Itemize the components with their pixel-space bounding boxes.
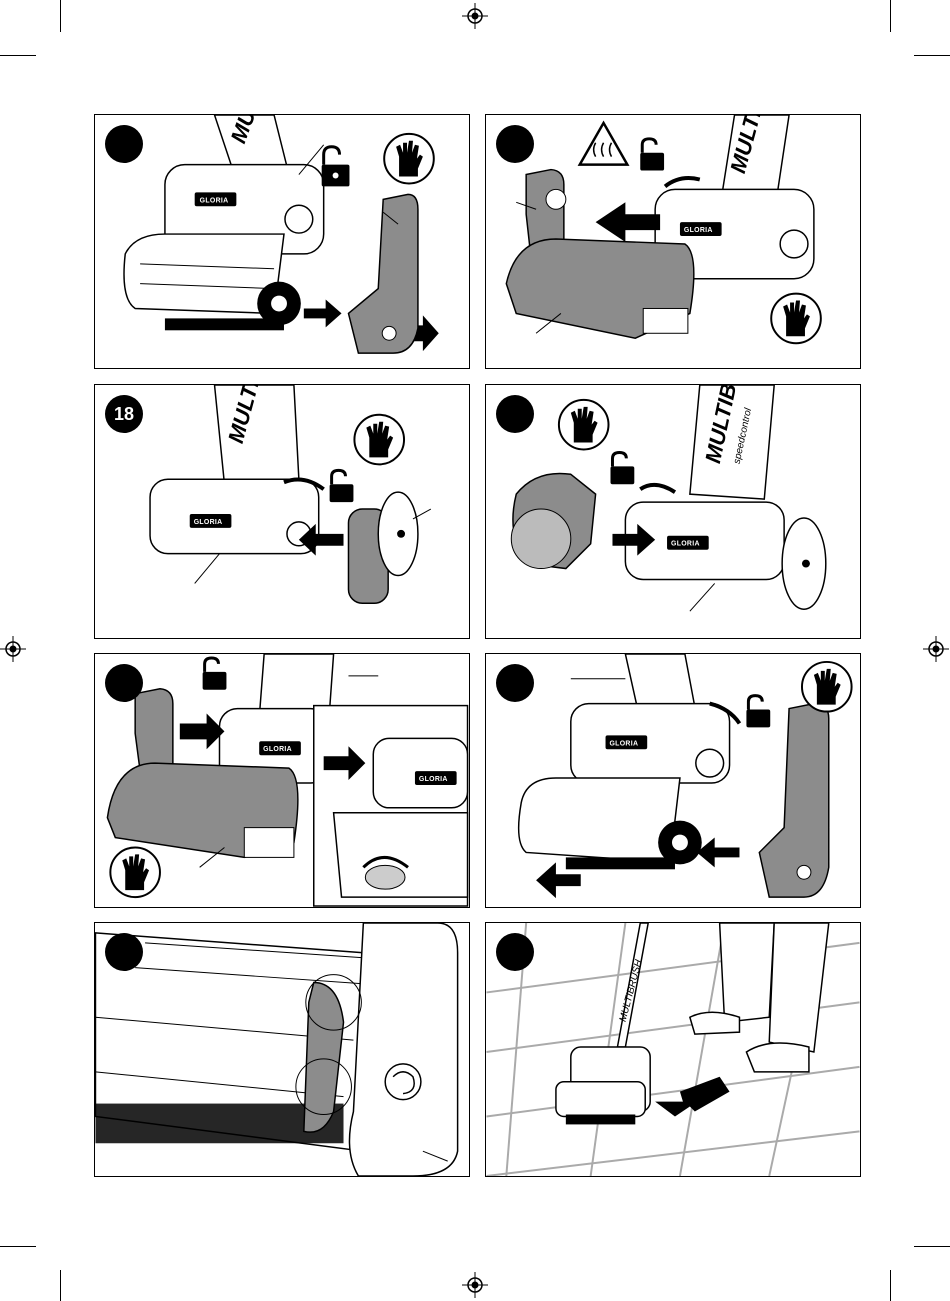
unlock-icon xyxy=(746,696,770,728)
step-panel: GLORIA xyxy=(485,653,861,908)
glove-icon xyxy=(802,662,852,712)
brand-label: GLORIA xyxy=(671,541,700,548)
step-number-badge xyxy=(105,664,143,702)
glove-icon xyxy=(354,415,404,465)
brand-label: GLORIA xyxy=(684,227,713,234)
glove-icon xyxy=(771,294,821,344)
brand-label: GLORIA xyxy=(194,519,223,526)
registration-mark-icon xyxy=(923,636,949,662)
step-panel: GLORIA GLORIA xyxy=(94,653,470,908)
crop-mark xyxy=(914,55,950,56)
crop-mark xyxy=(890,0,891,32)
step-number-badge xyxy=(496,125,534,163)
step-panel: MULTIBRUSH xyxy=(485,922,861,1177)
step-panel: MULTIB speedcontrol GLORIA xyxy=(485,384,861,639)
brand-label: GLORIA xyxy=(200,197,229,204)
crop-mark xyxy=(890,1270,891,1301)
hot-surface-warning-icon xyxy=(580,123,628,165)
crop-mark xyxy=(914,1246,950,1247)
brand-label: GLORIA xyxy=(419,776,448,783)
step-number-badge xyxy=(496,933,534,971)
registration-mark-icon xyxy=(462,3,488,29)
step-panel: MULTIB GLORIA xyxy=(94,114,470,369)
unlock-icon xyxy=(203,658,227,690)
registration-mark-icon xyxy=(0,636,26,662)
step-panel xyxy=(94,922,470,1177)
step-number-badge: 18 xyxy=(105,395,143,433)
glove-icon xyxy=(384,134,434,184)
step-panel: MULTIB GLORIA xyxy=(485,114,861,369)
crop-mark xyxy=(60,0,61,32)
crop-mark xyxy=(60,1270,61,1301)
step-number-badge xyxy=(105,125,143,163)
brand-label: GLORIA xyxy=(610,740,639,747)
crop-mark xyxy=(0,55,36,56)
brand-label: GLORIA xyxy=(263,746,292,753)
unlock-icon xyxy=(330,470,354,502)
step-number-badge xyxy=(496,395,534,433)
step-number-badge xyxy=(105,933,143,971)
unlock-icon xyxy=(640,139,664,171)
unlock-icon xyxy=(322,147,350,187)
unlock-icon xyxy=(610,452,634,484)
registration-mark-icon xyxy=(462,1272,488,1298)
step-panel: MULTIB GLORIA 18 xyxy=(94,384,470,639)
glove-icon xyxy=(559,400,609,450)
crop-mark xyxy=(0,1246,36,1247)
glove-icon xyxy=(110,847,160,897)
step-number-badge xyxy=(496,664,534,702)
